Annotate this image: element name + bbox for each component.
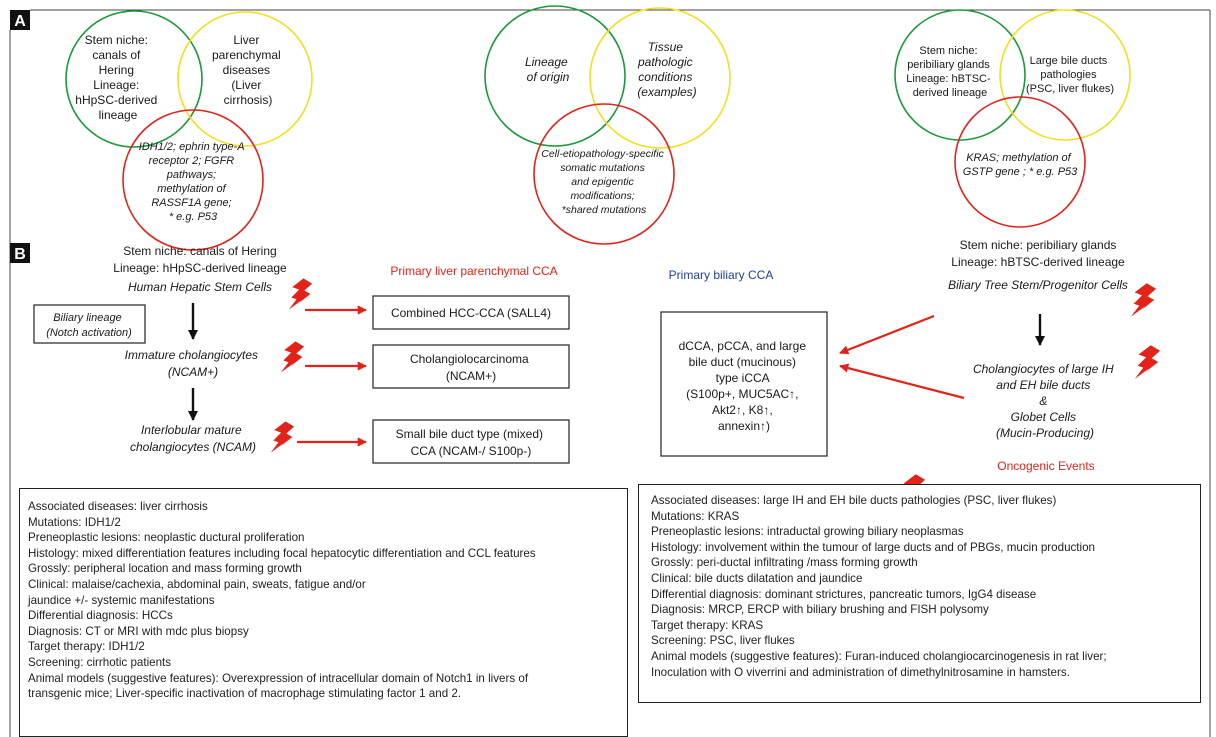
svg-text:dCCA, pCCA, and large bi: dCCA, pCCA, and large bile duct (mucinou…	[679, 339, 810, 433]
info-line: Grossly: peripheral location and mass fo…	[28, 562, 302, 576]
lightning-icon	[280, 341, 305, 373]
info-line: Inoculation with O viverrini and adminis…	[651, 665, 1070, 679]
combined-hcc-cca-box: Combined HCC-CCA (SALL4)	[372, 295, 570, 330]
info-line: Preneoplastic lesions: intraductal growi…	[651, 525, 964, 539]
venn-center-yellow-text: Tissue pathologic conditions (examples)	[637, 40, 697, 99]
lightning-icon	[1130, 283, 1157, 317]
left-stem-niche: Stem niche: canals of Hering	[123, 244, 276, 258]
info-line: Animal models (suggestive features): Ove…	[28, 671, 529, 685]
arrow-stem-to-biliary-cca	[839, 314, 935, 355]
svg-text:Biliary lineage (Notch a: Biliary lineage (Notch activation)	[46, 312, 132, 339]
venn-center-yellow-circle	[589, 7, 731, 149]
info-line: Mutations: KRAS	[651, 509, 740, 523]
venn-right-green-circle	[894, 9, 1026, 141]
info-line: Target therapy: IDH1/2	[28, 640, 145, 654]
info-line: transgenic mice; Liver-specific inactiva…	[28, 687, 462, 701]
info-line: Screening: PSC, liver flukes	[651, 634, 795, 648]
arrow-cholangiocytes-to-biliary-cca	[839, 363, 965, 400]
primary-biliary-title: Primary biliary CCA	[669, 268, 774, 282]
venn-right-yellow-text: Large bile ducts pathologies (PSC, liver…	[1026, 55, 1114, 95]
venn-left-green-circle	[65, 10, 203, 148]
venn-left-yellow-circle	[177, 11, 313, 147]
info-line: Diagnosis: MRCP, ERCP with biliary brush…	[651, 603, 989, 617]
info-line: Clinical: malaise/cachexia, abdominal pa…	[28, 577, 366, 591]
info-line: Grossly: peri-ductal infiltrating /mass …	[651, 556, 918, 570]
venn-right-green-text: Stem niche: peribiliary glands Lineage: …	[906, 45, 993, 99]
info-line: Histology: involvement within the tumour…	[651, 540, 1096, 554]
venn-left-red-circle	[122, 109, 264, 251]
info-line: Associated diseases: liver cirrhosis	[28, 500, 208, 513]
cholangiolocarcinoma-box: Cholangiolocarcinoma (NCAM+)	[372, 344, 570, 389]
lightning-icon	[288, 278, 313, 310]
info-line: Clinical: bile ducts dilatation and jaun…	[651, 571, 863, 585]
right-info-box: Associated diseases: large IH and EH bil…	[638, 484, 1201, 703]
lightning-icon	[270, 421, 295, 453]
oncogenic-events-label: Oncogenic Events	[997, 459, 1094, 473]
info-line: Preneoplastic lesions: neoplastic ductur…	[28, 531, 305, 545]
small-duct-cca-box: Small bile duct type (mixed) CCA (NCAM-/…	[372, 419, 570, 464]
panel-label-a: A	[10, 10, 30, 30]
right-stem-niche: Stem niche: peribiliary glands	[960, 238, 1117, 252]
venn-left: Stem niche: canals of Hering Lineage: hH…	[65, 10, 313, 251]
primary-liver-title: Primary liver parenchymal CCA	[390, 264, 557, 278]
left-stem-cells: Human Hepatic Stem Cells	[128, 280, 272, 294]
info-line: Differential diagnosis: HCCs	[28, 609, 173, 623]
svg-text:Small bile duct type (mixed): Small bile duct type (mixed) CCA (NCAM-/…	[396, 427, 547, 458]
info-line: Associated diseases: large IH and EH bil…	[651, 494, 1057, 507]
venn-left-red-text: IDH1/2; ephrin type-A receptor 2; FGFR p…	[139, 141, 247, 223]
svg-text:A: A	[14, 13, 26, 30]
right-stem-cells: Biliary Tree Stem/Progenitor Cells	[948, 278, 1128, 292]
info-line: Screening: cirrhotic patients	[28, 655, 172, 669]
venn-left-yellow-text: Liver parenchymal diseases (Liver cirrho…	[212, 33, 284, 107]
interlobular-cholangiocytes: Interlobular mature cholangiocytes (NCAM…	[130, 423, 256, 454]
biliary-cca-box: dCCA, pCCA, and large bile duct (mucinou…	[660, 311, 828, 457]
lightning-icon	[1134, 345, 1161, 379]
venn-center: Lineage of origin Tissue pathologic cond…	[484, 5, 731, 245]
venn-left-green-text: Stem niche: canals of Hering Lineage: hH…	[75, 33, 160, 122]
left-lineage: Lineage: hHpSC-derived lineage	[113, 261, 287, 275]
right-cholangiocytes: Cholangiocytes of large IH and EH bile d…	[973, 362, 1117, 440]
panel-label-b: B	[10, 243, 30, 263]
info-line: Target therapy: KRAS	[651, 618, 764, 632]
venn-right-red-text: KRAS; methylation of GSTP gene ; * e.g. …	[963, 152, 1078, 178]
left-info-box: Associated diseases: liver cirrhosis Mut…	[19, 488, 628, 737]
venn-right: Stem niche: peribiliary glands Lineage: …	[894, 9, 1131, 228]
venn-center-green-text: Lineage of origin	[525, 55, 571, 84]
info-line: Animal models (suggestive features): Fur…	[651, 649, 1107, 663]
svg-text:Combined HCC-CCA (SALL4): Combined HCC-CCA (SALL4)	[391, 306, 551, 320]
info-line: Histology: mixed differentiation feature…	[28, 546, 536, 560]
biliary-lineage-box: Biliary lineage (Notch activation)	[33, 304, 146, 344]
info-line: Diagnosis: CT or MRI with mdc plus biops…	[28, 624, 249, 638]
venn-right-yellow-circle	[999, 9, 1131, 141]
venn-right-red-circle	[954, 96, 1086, 228]
info-line: Differential diagnosis: dominant strictu…	[651, 587, 1037, 601]
info-line: jaundice +/- systemic manifestations	[28, 593, 215, 607]
svg-text:B: B	[14, 246, 26, 263]
figure-frame	[9, 9, 1211, 737]
info-line: Mutations: IDH1/2	[28, 515, 121, 529]
immature-cholangiocytes: Immature cholangiocytes (NCAM+)	[125, 348, 262, 379]
venn-center-red-text: Cell-etiopathology-specific somatic muta…	[541, 148, 666, 216]
venn-center-red-circle	[533, 103, 675, 245]
right-lineage: Lineage: hBTSC-derived lineage	[951, 255, 1125, 269]
venn-center-green-circle	[484, 5, 626, 147]
svg-text:Cholangiolocarcinoma (NC: Cholangiolocarcinoma (NCAM+)	[410, 352, 532, 383]
